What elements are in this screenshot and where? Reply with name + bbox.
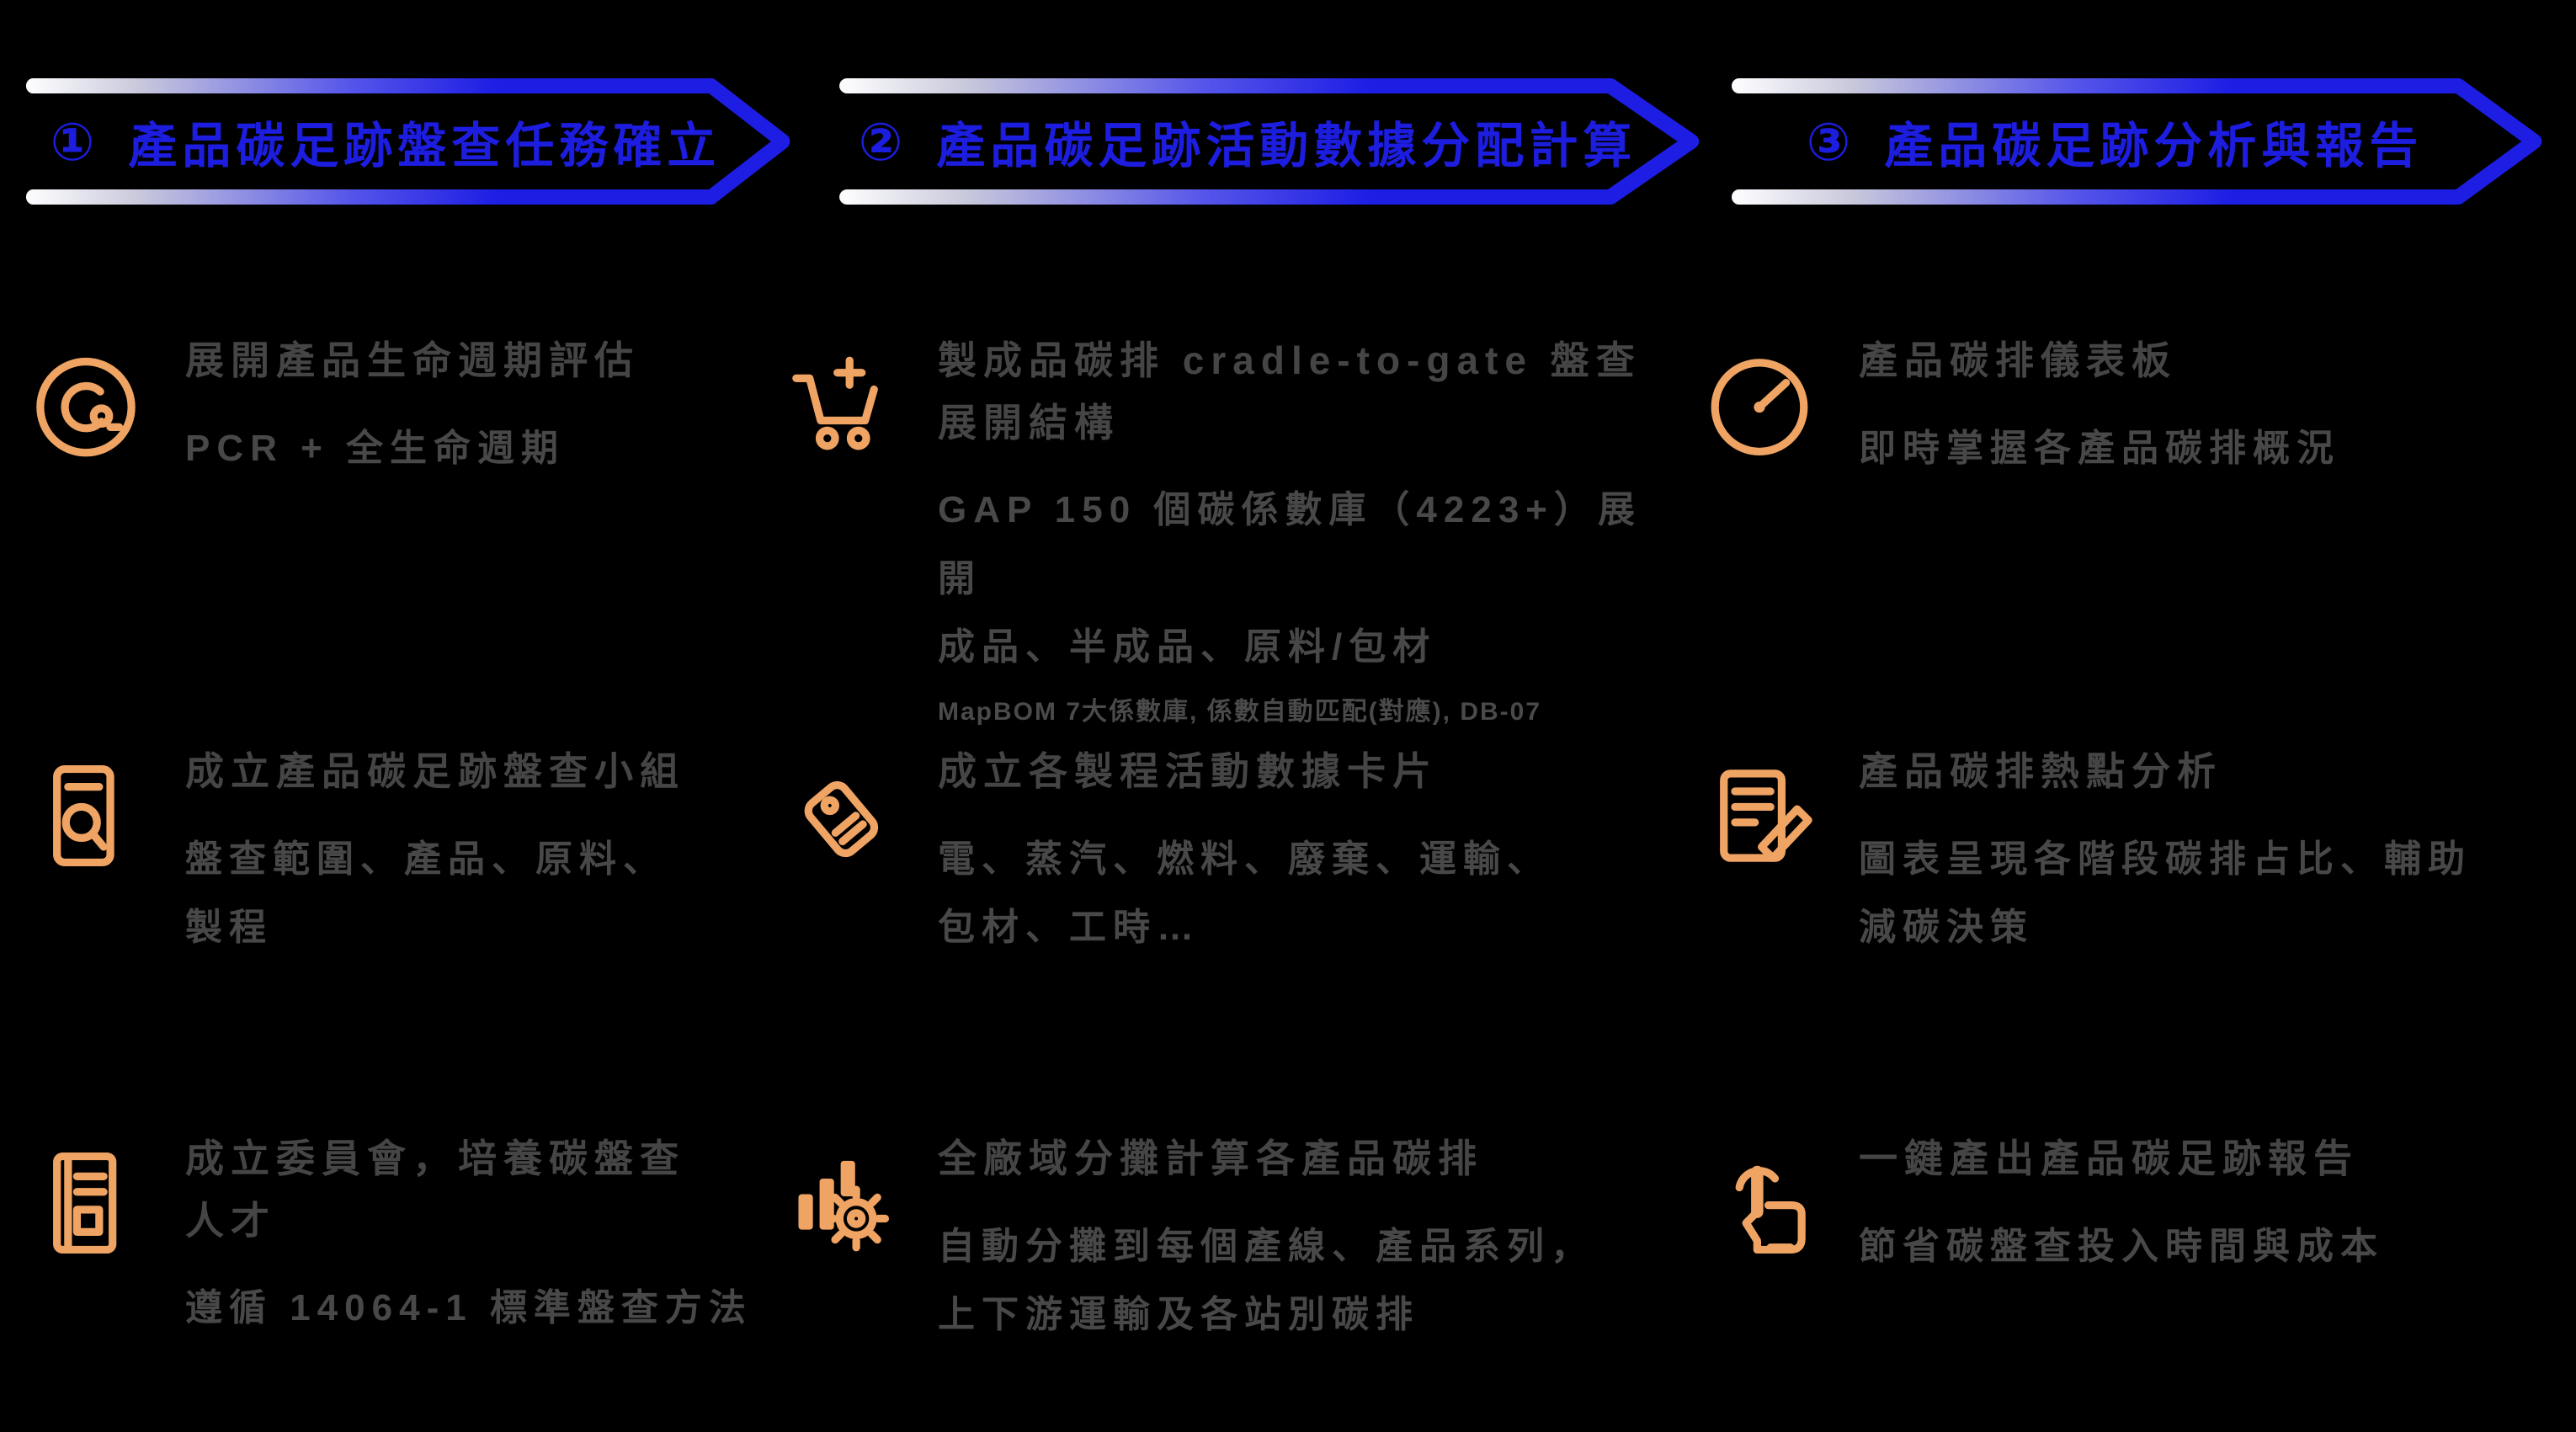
item-title: 產品碳排熱點分析: [1859, 749, 2222, 793]
step-title: 產品碳足跡盤查任務確立: [128, 119, 721, 173]
item-body: 圖表呈現各階段碳排占比、輔助 減碳決策: [1859, 838, 2472, 948]
item-lifecycle-assessment: 展開產品生命週期評估 PCR + 全生命週期: [30, 330, 758, 482]
item-body: GAP 150 個碳係數庫（4223+）展開 成品、半成品、原料/包材: [938, 489, 1642, 668]
item-body: 盤查範圍、產品、原料、 製程: [185, 838, 667, 948]
item-body: 電、蒸汽、燃料、廢棄、運輸、 包材、工時…: [938, 838, 1551, 948]
gauge-icon: [1704, 342, 1815, 468]
item-title: 製成品碳排 cradle-to-gate 盤查 展開結構: [938, 338, 1642, 445]
item-one-click-report: 一鍵產出產品碳足跡報告 節省碳盤查投入時間與成本: [1704, 1128, 2499, 1280]
step-banner-label: ② 產品碳足跡活動數據分配計算: [838, 72, 1657, 210]
arrow-banner-shape: [1731, 78, 2542, 205]
step-banner-1: ① 產品碳足跡盤查任務確立: [25, 72, 805, 210]
item-title: 展開產品生命週期評估: [185, 338, 640, 382]
ledger-icon: [30, 1140, 141, 1266]
item-title: 成立產品碳足跡盤查小組: [185, 749, 685, 793]
item-activity-data-cards: 成立各製程活動數據卡片 電、蒸汽、燃料、廢棄、運輸、 包材、工時…: [783, 741, 1679, 961]
step-banner-3: ③ 產品碳足跡分析與報告: [1731, 72, 2557, 210]
step-banner-2: ② 產品碳足跡活動數據分配計算: [838, 72, 1716, 210]
arrow-banner-shape: [839, 78, 1700, 205]
item-hotspot-analysis: 產品碳排熱點分析 圖表呈現各階段碳排占比、輔助 減碳決策: [1704, 741, 2499, 961]
step-number: ②: [858, 113, 908, 172]
step-banner-label: ③ 產品碳足跡分析與報告: [1731, 72, 2499, 210]
arrow-banner-shape: [25, 78, 790, 205]
item-body: 自動分攤到每個產線、產品系列， 上下游運輸及各站別碳排: [938, 1225, 1594, 1335]
item-body: 節省碳盤查投入時間與成本: [1859, 1225, 2384, 1267]
step-number: ①: [50, 113, 100, 172]
co2-badge-icon: [30, 342, 141, 468]
chart-gear-icon: [783, 1140, 894, 1266]
item-body: 即時掌握各產品碳排概況: [1859, 427, 2340, 469]
item-cradle-to-gate-structure: 製成品碳排 cradle-to-gate 盤查 展開結構 GAP 150 個碳係…: [783, 330, 1679, 730]
step-title: 產品碳足跡活動數據分配計算: [936, 119, 1637, 173]
item-title: 成立委員會，培養碳盤查 人才: [185, 1137, 685, 1243]
item-inventory-team: 成立產品碳足跡盤查小組 盤查範圍、產品、原料、 製程: [30, 741, 758, 961]
one-click-tap-icon: [1704, 1140, 1815, 1266]
step-title: 產品碳足跡分析與報告: [1884, 119, 2424, 173]
item-body: 遵循 14064-1 標準盤查方法: [185, 1287, 753, 1329]
item-title: 產品碳排儀表板: [1859, 338, 2177, 382]
item-body: PCR + 全生命週期: [185, 427, 566, 469]
item-carbon-dashboard: 產品碳排儀表板 即時掌握各產品碳排概況: [1704, 330, 2499, 482]
document-search-icon: [30, 753, 141, 879]
item-footnote: MapBOM 7大係數庫, 係數自動匹配(對應), DB-07: [938, 698, 1542, 727]
report-pencil-icon: [1704, 753, 1815, 879]
cart-plus-icon: [783, 342, 894, 468]
item-title: 全廠域分攤計算各產品碳排: [938, 1137, 1483, 1180]
item-title: 成立各製程活動數據卡片: [938, 749, 1438, 793]
item-committee-training: 成立委員會，培養碳盤查 人才 遵循 14064-1 標準盤查方法: [30, 1128, 758, 1343]
tag-icon: [783, 753, 894, 879]
step-number: ③: [1806, 113, 1856, 172]
item-plant-allocation-calculation: 全廠域分攤計算各產品碳排 自動分攤到每個產線、產品系列， 上下游運輸及各站別碳排: [783, 1128, 1679, 1349]
item-title: 一鍵產出產品碳足跡報告: [1859, 1137, 2359, 1180]
step-banner-label: ① 產品碳足跡盤查任務確立: [25, 72, 746, 210]
